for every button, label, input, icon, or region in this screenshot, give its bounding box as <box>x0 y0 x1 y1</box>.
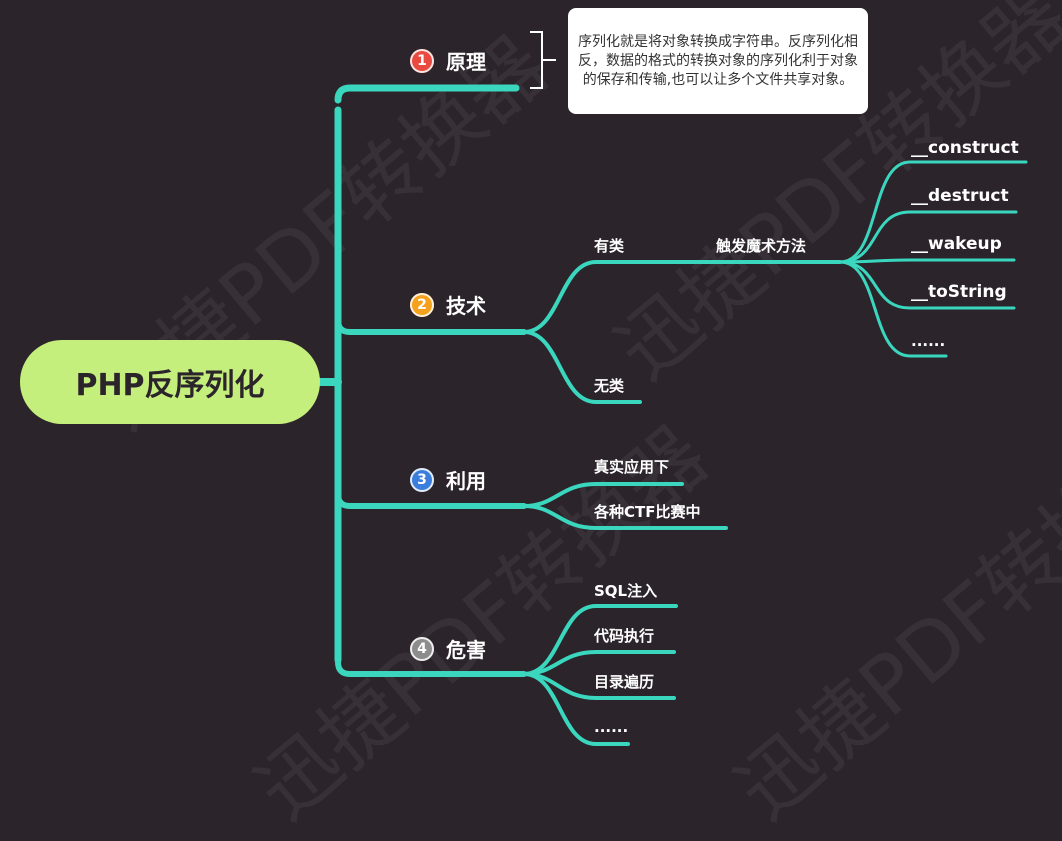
leaf-harm-more[interactable]: ...... <box>594 718 629 736</box>
leaf-code-exec[interactable]: 代码执行 <box>594 627 655 645</box>
magic-method-more[interactable]: ...... <box>911 332 946 350</box>
connector-construct <box>838 160 1028 264</box>
magic-method-tostring[interactable]: __toString <box>911 282 1007 302</box>
connector-has-class <box>522 260 842 334</box>
root-topic[interactable]: PHP反序列化 <box>20 340 320 424</box>
leaf-ctf[interactable]: 各种CTF比赛中 <box>594 503 701 521</box>
branch-usage[interactable]: 3 利用 <box>410 465 486 494</box>
leaf-sql-injection[interactable]: SQL注入 <box>594 582 658 600</box>
connector-destruct <box>838 210 1018 264</box>
connector-technique <box>335 317 527 335</box>
branch-harm[interactable]: 4 危害 <box>410 634 486 663</box>
connector-no-class <box>522 330 642 404</box>
connector-wakeup <box>838 258 1016 264</box>
connector-principle <box>334 84 520 104</box>
leaf-no-class[interactable]: 无类 <box>594 377 625 395</box>
magic-method-wakeup[interactable]: __wakeup <box>911 234 1002 254</box>
connector-harm-more <box>522 672 630 746</box>
branch-label: 技术 <box>446 294 486 318</box>
principle-note: 序列化就是将对象转换成字符串。反序列化相反，数据的格式的转换对象的序列化利于对象… <box>568 8 868 114</box>
mindmap-connectors <box>316 31 1028 746</box>
number-3-badge: 3 <box>410 467 434 492</box>
connector-ctf <box>522 504 728 530</box>
connector-harm <box>335 659 527 677</box>
note-bracket <box>530 31 556 89</box>
branch-label: 利用 <box>446 469 486 493</box>
branch-label: 原理 <box>446 50 486 74</box>
leaf-has-class[interactable]: 有类 <box>594 237 625 255</box>
principle-note-text: 序列化就是将对象转换成字符串。反序列化相反，数据的格式的转换对象的序列化利于对象… <box>578 33 858 88</box>
leaf-real-apps[interactable]: 真实应用下 <box>594 458 670 476</box>
number-1-badge: 1 <box>410 48 434 73</box>
connector-tostring <box>838 260 1016 310</box>
number-2-badge: 2 <box>410 292 434 317</box>
magic-method-construct[interactable]: __construct <box>911 138 1019 158</box>
leaf-dir-traversal[interactable]: 目录遍历 <box>594 673 655 691</box>
magic-method-destruct[interactable]: __destruct <box>911 186 1009 206</box>
connector-magic-more <box>838 260 948 358</box>
branch-technique[interactable]: 2 技术 <box>410 290 486 319</box>
connector-usage <box>335 491 527 509</box>
number-4-badge: 4 <box>410 636 434 661</box>
leaf-trigger-magic[interactable]: 触发魔术方法 <box>716 237 807 255</box>
branch-principle[interactable]: 1 原理 <box>410 46 486 75</box>
branch-label: 危害 <box>446 638 486 662</box>
